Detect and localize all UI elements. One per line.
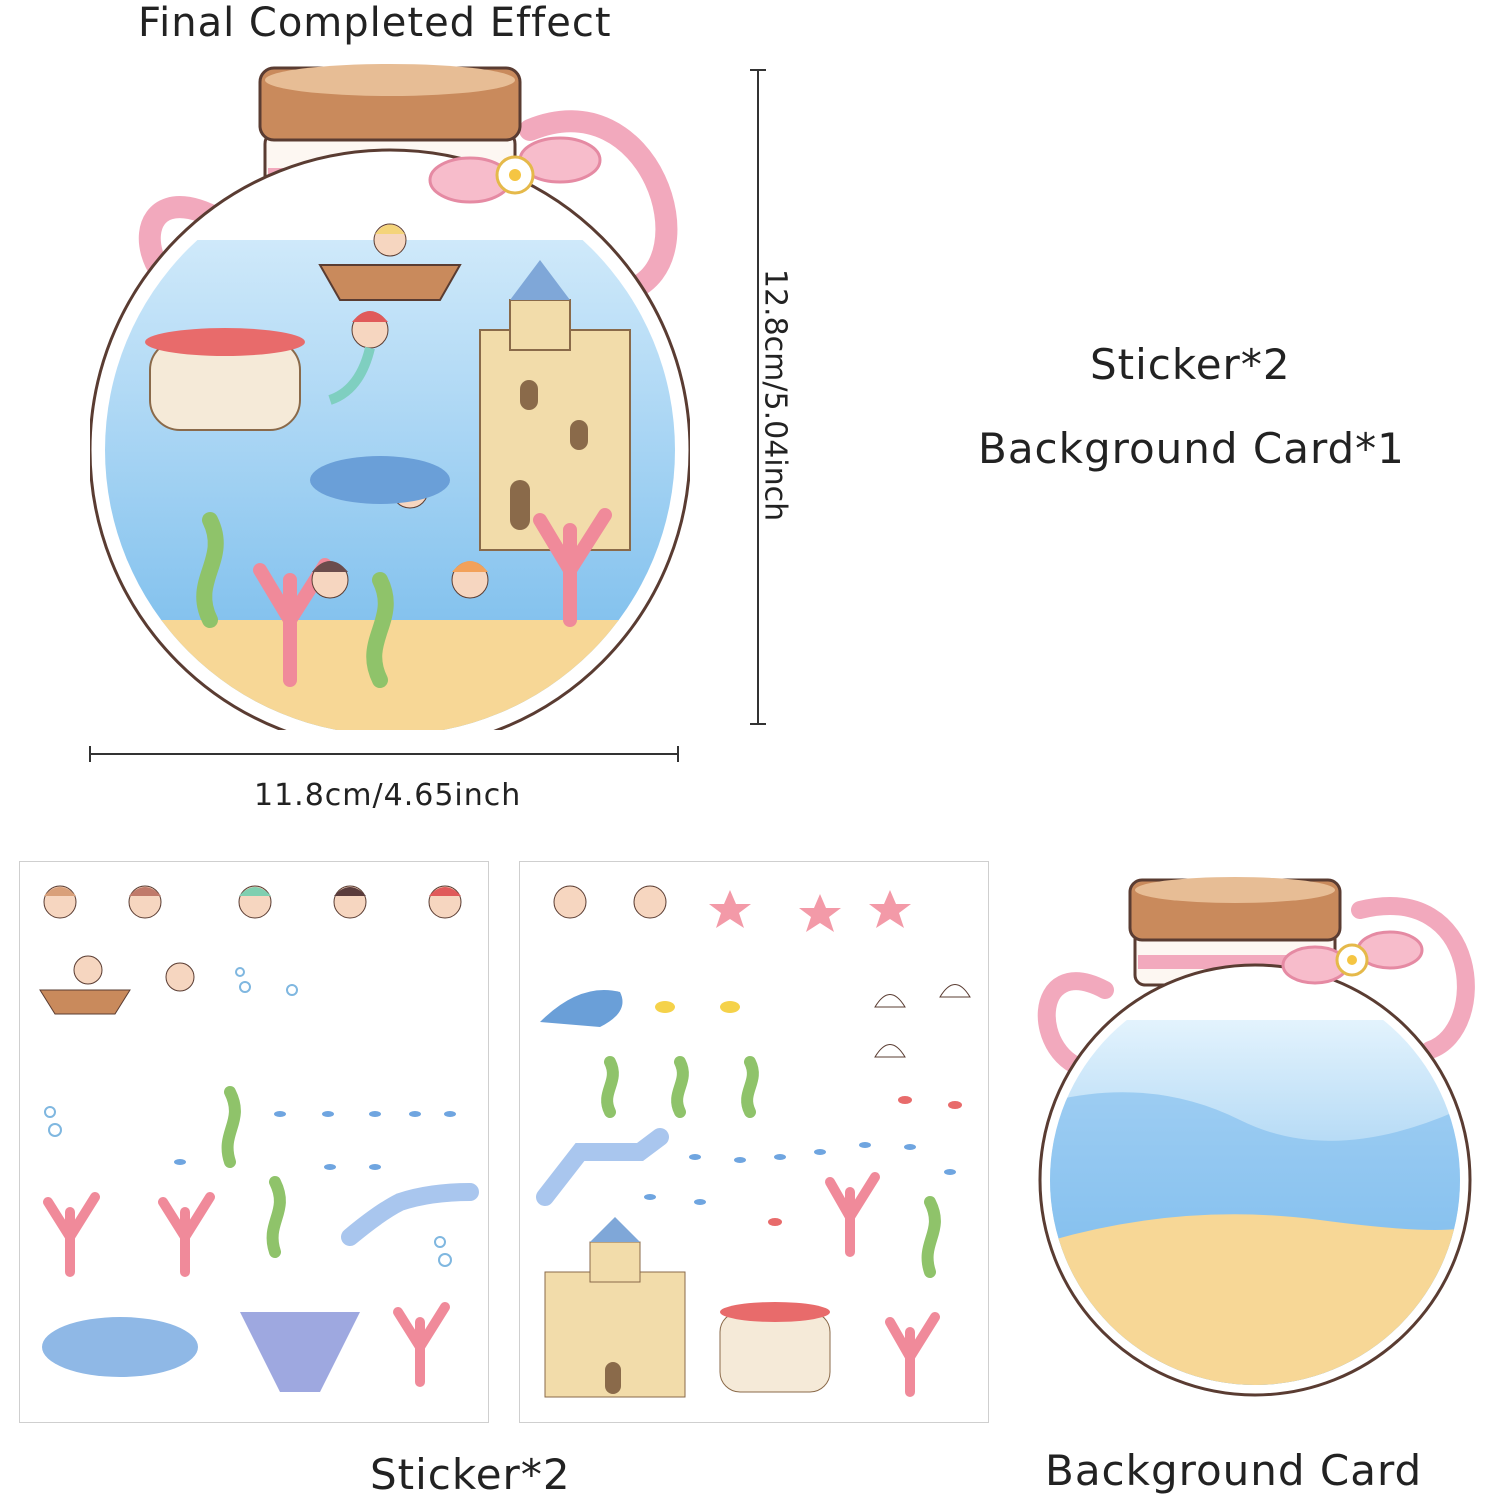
fish-stickers — [644, 1142, 956, 1205]
height-label: 12.8cm/5.04inch — [757, 268, 793, 522]
sticker-sheet-2 — [519, 861, 989, 1423]
tropical-fish-stickers — [655, 1001, 740, 1013]
rock-pillar-sticker — [240, 1312, 360, 1392]
seaweed-stickers — [221, 1086, 286, 1258]
starfish-stickers — [709, 890, 911, 932]
coral-icon — [533, 508, 612, 627]
girl-sticker — [165, 962, 195, 992]
wave-sticker — [341, 1183, 479, 1246]
completed-jar-illustration — [90, 64, 690, 730]
width-label: 11.8cm/4.65inch — [254, 778, 522, 813]
background-card-illustration — [1037, 877, 1475, 1397]
bow-icon — [1281, 930, 1424, 985]
coral-stickers — [43, 1192, 450, 1387]
coral-stickers — [825, 1172, 940, 1397]
ribbon-loop — [519, 110, 678, 301]
fish-stickers — [174, 1111, 456, 1170]
whale-icon — [310, 456, 450, 504]
height-dimension-line — [750, 69, 766, 725]
mermaid-icon — [451, 561, 489, 599]
boat-icon — [318, 264, 462, 301]
jellyfish-stickers — [874, 984, 971, 1058]
background-count-text: Background Card*1 — [978, 424, 1405, 473]
rock-platform-sticker — [719, 1311, 831, 1393]
bubble-stickers — [44, 967, 452, 1267]
whale-sticker — [540, 990, 623, 1027]
red-fish-stickers — [768, 1096, 962, 1226]
background-card-caption: Background Card — [1045, 1446, 1423, 1495]
bow-icon — [428, 136, 602, 204]
seaweed-icon — [196, 512, 224, 628]
mermaid-sticker — [633, 885, 667, 919]
mermaid-icon — [328, 311, 389, 405]
sticker-count-text: Sticker*2 — [1090, 340, 1291, 389]
boat-sticker — [39, 989, 131, 1015]
castle-sticker — [544, 1217, 686, 1398]
seaweed-stickers — [601, 1056, 941, 1278]
jar-handle-left — [1037, 972, 1114, 1079]
sticker-caption: Sticker*2 — [370, 1450, 571, 1499]
ribbon-loop — [1351, 897, 1475, 1059]
wave-sticker — [536, 1128, 669, 1206]
page-title: Final Completed Effect — [138, 0, 612, 46]
seaweed-icon — [366, 572, 394, 688]
sticker-sheet-1 — [19, 861, 489, 1423]
mermaid-sticker — [553, 885, 587, 919]
mermaid-icon — [311, 561, 349, 599]
rock-sticker — [42, 1317, 198, 1377]
width-dimension-line — [89, 746, 679, 762]
mermaid-sticker-row — [43, 885, 462, 919]
